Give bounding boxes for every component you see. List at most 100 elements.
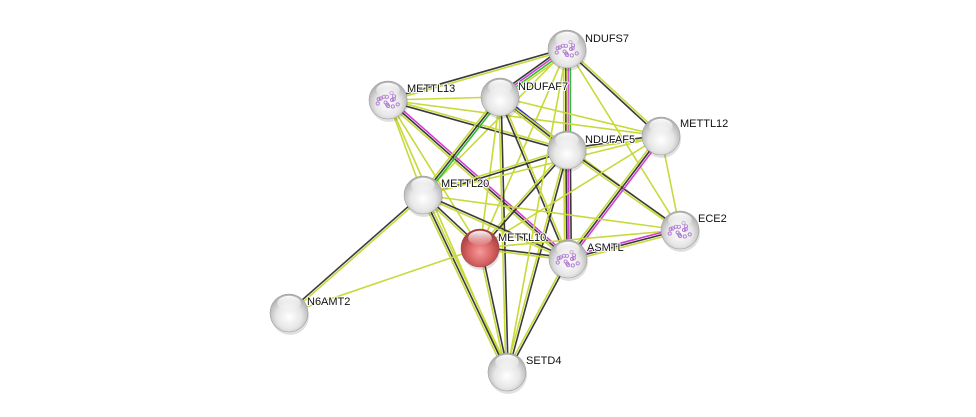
node-setd4[interactable]: SETD4 [487,352,562,394]
edge-evidence-textmining [289,195,425,315]
edge-evidence-coexpression [565,49,661,138]
edge-evidence-textmining [506,48,568,373]
edge-mettl20-asmtl[interactable] [422,193,569,261]
edge-evidence-coexpression [480,150,569,250]
node-label: SETD4 [526,355,561,367]
edge-evidence-textmining [422,194,681,231]
edge-mettl13-mettl12[interactable] [387,99,662,137]
edge-mettl12-mettl20[interactable] [422,135,662,196]
edge-mettl10-n6amt2[interactable] [288,247,481,314]
edge-ndufs7-setd4[interactable] [506,48,568,373]
edge-evidence-coexpression [422,194,508,373]
edge-evidence-textmining [505,149,567,372]
node-label: NDUFAF5 [585,134,635,146]
node-highlight [376,82,400,98]
edge-evidence-coexpression [480,247,509,372]
node-mettl10[interactable]: METTL10 [460,228,547,270]
edge-evidence-textmining [424,193,510,372]
node-highlight [668,212,692,228]
edge-mettl20-n6amt2[interactable] [287,193,425,315]
edge-evidence-textmining [422,148,567,195]
edge-evidence-experiments [569,136,664,261]
node-highlight [277,295,301,311]
node-mettl20[interactable]: METTL20 [403,175,490,217]
node-highlight [649,118,673,134]
edge-evidence-experiments [567,227,680,258]
node-highlight [468,230,492,246]
protein-structure-icon [554,39,579,58]
node-label: METTL12 [680,118,728,130]
edge-evidence-coexpression [507,150,569,373]
edge-evidence-textmining [388,98,568,150]
edge-evidence-textmining [387,99,662,137]
node-label: ASMTL [587,242,624,254]
node-label: METTL10 [498,232,546,244]
edge-mettl10-setd4[interactable] [478,247,509,373]
edge-evidence-textmining [422,48,568,196]
edge-evidence-textmining [422,195,568,261]
edge-evidence-textmining [565,134,660,259]
edge-mettl12-mettl10[interactable] [479,135,662,249]
edge-evidence-coexpression [498,97,568,260]
node-mettl13[interactable]: METTL13 [368,80,456,122]
edge-evidence-textmining [388,49,568,102]
edge-evidence-textmining [479,135,662,249]
edge-ndufaf7-asmtl[interactable] [498,96,570,260]
node-n6amt2[interactable]: N6AMT2 [269,293,351,335]
edge-asmtl-setd4[interactable] [505,258,570,373]
edge-evidence-textmining [500,96,570,259]
node-highlight [556,241,580,257]
node-ece2[interactable]: ECE2 [660,210,728,252]
edge-evidence-textmining [505,258,568,372]
node-label: NDUFAF7 [518,81,568,93]
edge-evidence-coexpression [507,259,570,373]
node-highlight [488,79,512,95]
edge-evidence-coexpression [422,96,501,196]
node-mettl12[interactable]: METTL12 [641,116,729,158]
edge-evidence-textmining [567,47,663,136]
edge-mettl10-ece2[interactable] [479,229,681,249]
edge-ndufs7-ece2[interactable] [566,48,681,231]
edge-ndufaf7-mettl20[interactable] [420,95,503,197]
edge-ndufs7-mettl13[interactable] [387,47,568,102]
edge-mettl20-ece2[interactable] [422,194,681,231]
node-label: N6AMT2 [307,296,350,308]
edge-evidence-textmining [422,135,662,196]
node-label: METTL13 [407,83,455,95]
node-label: METTL20 [441,178,489,190]
edge-ndufs7-mettl12[interactable] [565,47,663,138]
node-asmtl[interactable]: ASMTL [548,239,625,281]
edge-ndufaf5-mettl10[interactable] [478,148,569,250]
edge-evidence-textmining [420,195,506,374]
edge-evidence-textmining [566,48,681,231]
node-highlight [411,177,435,193]
node-ndufaf5[interactable]: NDUFAF5 [547,130,636,172]
edge-mettl13-mettl10[interactable] [387,99,481,249]
edge-mettl20-setd4[interactable] [420,193,510,374]
edge-evidence-coexpression [423,193,569,259]
node-label: ECE2 [698,213,727,225]
edge-evidence-coexpression [500,96,509,372]
edge-evidence-textmining [387,99,481,249]
edge-evidence-database [424,97,503,197]
edge-evidence-textmining [479,229,681,249]
node-ndufs7[interactable]: NDUFS7 [547,29,630,71]
node-label: NDUFS7 [585,33,629,45]
edge-ndufaf7-mettl12[interactable] [499,96,662,137]
node-highlight [555,132,579,148]
edge-evidence-textmining [499,96,662,137]
edge-evidence-coexpression [287,193,423,313]
edge-evidence-coexpression [387,47,567,100]
edge-ndufs7-mettl20[interactable] [422,48,568,196]
edge-evidence-textmining [478,148,567,248]
edge-evidence-textmining [288,247,481,314]
node-ndufaf7[interactable]: NDUFAF7 [480,77,569,119]
edge-evidence-textmining [478,248,507,373]
edge-ndufaf5-setd4[interactable] [505,149,569,373]
edge-evidence-textmining [568,231,681,262]
node-highlight [495,354,519,370]
node-highlight [555,31,579,47]
edge-evidence-textmining [420,95,499,195]
